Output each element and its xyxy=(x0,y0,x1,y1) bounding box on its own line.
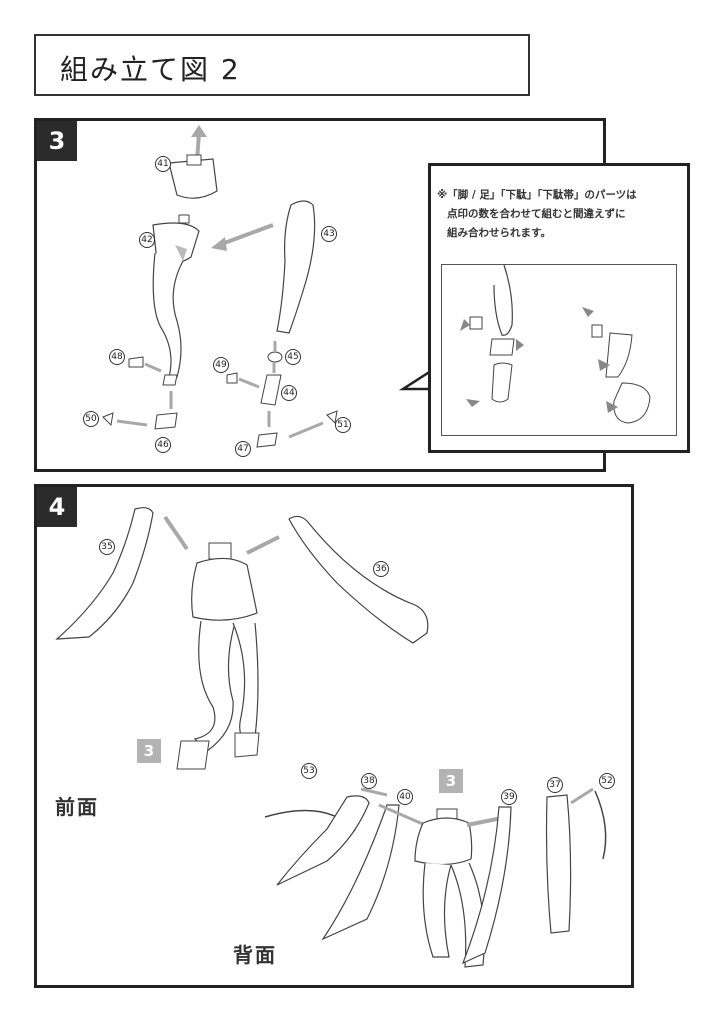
part-number-35: 35 xyxy=(99,539,115,555)
note-line-1: ※「脚 / 足」「下駄」「下駄帯」のパーツは xyxy=(437,189,637,201)
part-number-38: 38 xyxy=(361,773,377,789)
part-number-40: 40 xyxy=(397,789,413,805)
note-line-2: 点印の数を合わせて組むと間違えずに xyxy=(447,208,626,220)
front-view-label: 前面 xyxy=(55,795,99,819)
part-number-51: 51 xyxy=(335,417,351,433)
step-3-badge: 3 xyxy=(37,121,77,161)
assembly-note-box: ※「脚 / 足」「下駄」「下駄帯」のパーツは 点印の数を合わせて組むと間違えずに… xyxy=(428,163,690,453)
part-number-49: 49 xyxy=(213,357,229,373)
page-title: 組み立て図 2 xyxy=(60,53,241,86)
step-3-illustration xyxy=(102,125,433,448)
part-number-52: 52 xyxy=(599,773,615,789)
reference-step-tag-front: 3 xyxy=(137,739,161,763)
step-4-illustration xyxy=(55,507,607,968)
back-view-label: 背面 xyxy=(233,943,277,967)
part-number-41: 41 xyxy=(155,156,171,172)
step-4-badge: 4 xyxy=(37,487,77,527)
assembly-note: ※「脚 / 足」「下駄」「下駄帯」のパーツは 点印の数を合わせて組むと間違えずに… xyxy=(437,186,683,243)
part-number-46: 46 xyxy=(155,437,171,453)
foot-parts-inset xyxy=(441,264,677,436)
part-number-36: 36 xyxy=(373,561,389,577)
part-number-42: 42 xyxy=(139,232,155,248)
part-number-44: 44 xyxy=(281,385,297,401)
part-number-48: 48 xyxy=(109,349,125,365)
part-number-43: 43 xyxy=(321,226,337,242)
part-number-39: 39 xyxy=(501,789,517,805)
title-box: 組み立て図 2 xyxy=(34,34,530,96)
part-number-45: 45 xyxy=(285,349,301,365)
reference-step-tag-back: 3 xyxy=(439,769,463,793)
foot-parts-illustration xyxy=(460,264,651,424)
part-number-50: 50 xyxy=(83,411,99,427)
part-number-37: 37 xyxy=(547,777,563,793)
step-4-panel: 4 3 3 前面 背面 35 36 37 38 39 xyxy=(34,484,634,988)
note-line-3: 組み合わせられます。 xyxy=(447,227,551,239)
part-number-47: 47 xyxy=(235,441,251,457)
part-number-53: 53 xyxy=(301,763,317,779)
